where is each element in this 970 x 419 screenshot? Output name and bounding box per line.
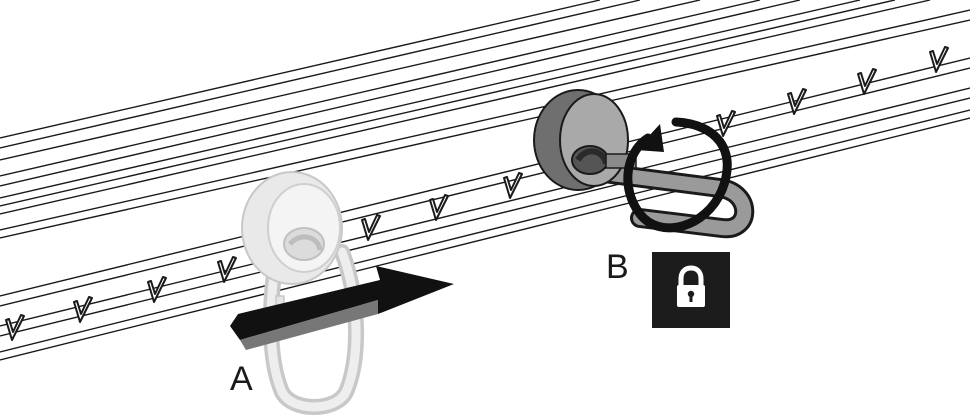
v-mark-icon (73, 296, 93, 323)
v-mark-icon (503, 172, 523, 199)
v-mark-icon (716, 110, 736, 137)
v-mark-icon (361, 214, 381, 241)
rail-v-marks (5, 46, 949, 341)
step-label-b: B (606, 248, 629, 286)
v-mark-icon (147, 276, 167, 303)
right-arrow-icon (230, 266, 454, 350)
ghost-connector (241, 171, 365, 415)
v-mark-icon (929, 46, 949, 73)
rotate-arrow-icon (623, 117, 732, 233)
v-mark-icon (857, 68, 877, 95)
v-mark-icon (5, 314, 25, 341)
step-label-a: A (230, 360, 253, 398)
lock-badge (652, 252, 730, 328)
padlock-icon (677, 265, 705, 307)
v-mark-icon (217, 256, 237, 283)
rail-profile (0, 0, 970, 361)
v-mark-icon (429, 194, 449, 221)
v-mark-icon (787, 88, 807, 115)
